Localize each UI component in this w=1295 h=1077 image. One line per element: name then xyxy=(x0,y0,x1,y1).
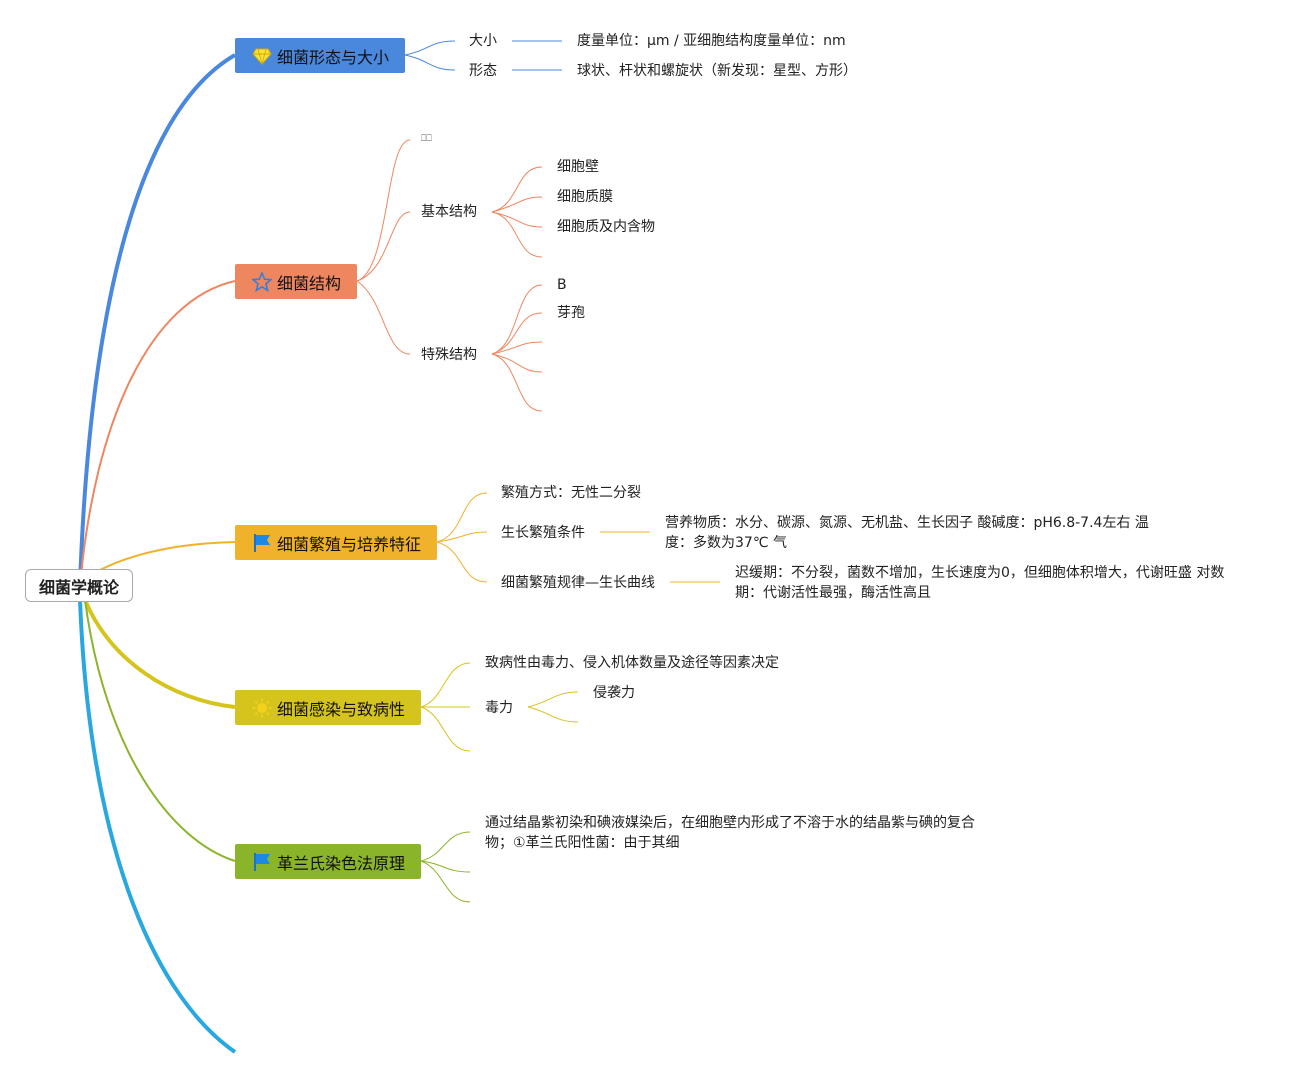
placeholder-glyph: ⎕⎕ xyxy=(421,134,432,144)
note-shape[interactable]: 球状、杆状和螺旋状（新发现：星型、方形） xyxy=(577,63,857,79)
connector-branch-6 xyxy=(78,599,237,1054)
main-node-label: 细菌繁殖与培养特征 xyxy=(277,534,422,554)
main-node-pathogenicity[interactable]: 细菌感染与致病性 xyxy=(235,690,421,725)
main-node-reproduction[interactable]: 细菌繁殖与培养特征 xyxy=(235,525,437,560)
note-size[interactable]: 度量单位：μm / 亚细胞结构度量单位：nm xyxy=(577,33,846,49)
node-shape[interactable]: 形态 xyxy=(469,63,497,79)
main-node-morphology[interactable]: 细菌形态与大小 xyxy=(235,38,405,73)
node-special-structure[interactable]: 特殊结构 xyxy=(421,347,477,363)
flag-icon xyxy=(251,851,273,873)
connector-branch-1 xyxy=(78,53,237,586)
node-b[interactable]: B xyxy=(557,277,567,293)
main-node-label: 细菌结构 xyxy=(277,273,342,293)
node-invasiveness[interactable]: 侵袭力 xyxy=(593,685,635,701)
connector-branch-3 xyxy=(99,541,236,571)
node-virulence[interactable]: 毒力 xyxy=(485,700,513,716)
main-node-label: 细菌感染与致病性 xyxy=(277,699,406,719)
connector-branch-2 xyxy=(79,280,236,586)
connector-branch-5 xyxy=(84,599,236,862)
main-node-gram-stain[interactable]: 革兰氏染色法原理 xyxy=(235,844,421,879)
note-gram-stain[interactable]: 通过结晶紫初染和碘液媒染后，在细胞壁内形成了不溶于水的结晶紫与碘的复合物；①革兰… xyxy=(485,815,975,851)
node-growth-curve[interactable]: 细菌繁殖规律—生长曲线 xyxy=(501,575,655,591)
node-cytoplasm[interactable]: 细胞质及内含物 xyxy=(557,219,655,235)
main-node-label: 细菌形态与大小 xyxy=(277,47,390,67)
main-node-label: 革兰氏染色法原理 xyxy=(277,853,406,873)
flag-icon xyxy=(251,532,273,554)
main-node-structure[interactable]: 细菌结构 xyxy=(235,264,357,299)
node-spore[interactable]: 芽孢 xyxy=(557,305,585,321)
node-size[interactable]: 大小 xyxy=(469,33,497,49)
note-growth-curve[interactable]: 迟缓期：不分裂，菌数不增加，生长速度为0，但细胞体积增大，代谢旺盛 对数期：代谢… xyxy=(735,565,1225,601)
node-cell-membrane[interactable]: 细胞质膜 xyxy=(557,189,613,205)
node-cell-wall[interactable]: 细胞壁 xyxy=(557,159,599,175)
note-growth-conditions[interactable]: 营养物质：水分、碳源、氮源、无机盐、生长因子 酸碱度：pH6.8-7.4左右 温… xyxy=(665,515,1149,551)
node-basic-structure[interactable]: 基本结构 xyxy=(421,204,477,220)
sun-icon xyxy=(251,697,273,719)
root-node[interactable]: 细菌学概论 xyxy=(25,569,133,602)
node-growth-conditions[interactable]: 生长繁殖条件 xyxy=(501,525,585,541)
node-reproduction-mode[interactable]: 繁殖方式：无性二分裂 xyxy=(501,485,641,501)
connector-branch-4 xyxy=(83,599,236,709)
node-pathogenicity-factors[interactable]: 致病性由毒力、侵入机体数量及途径等因素决定 xyxy=(485,655,779,671)
diamond-icon xyxy=(251,45,273,67)
star-icon xyxy=(251,271,273,293)
